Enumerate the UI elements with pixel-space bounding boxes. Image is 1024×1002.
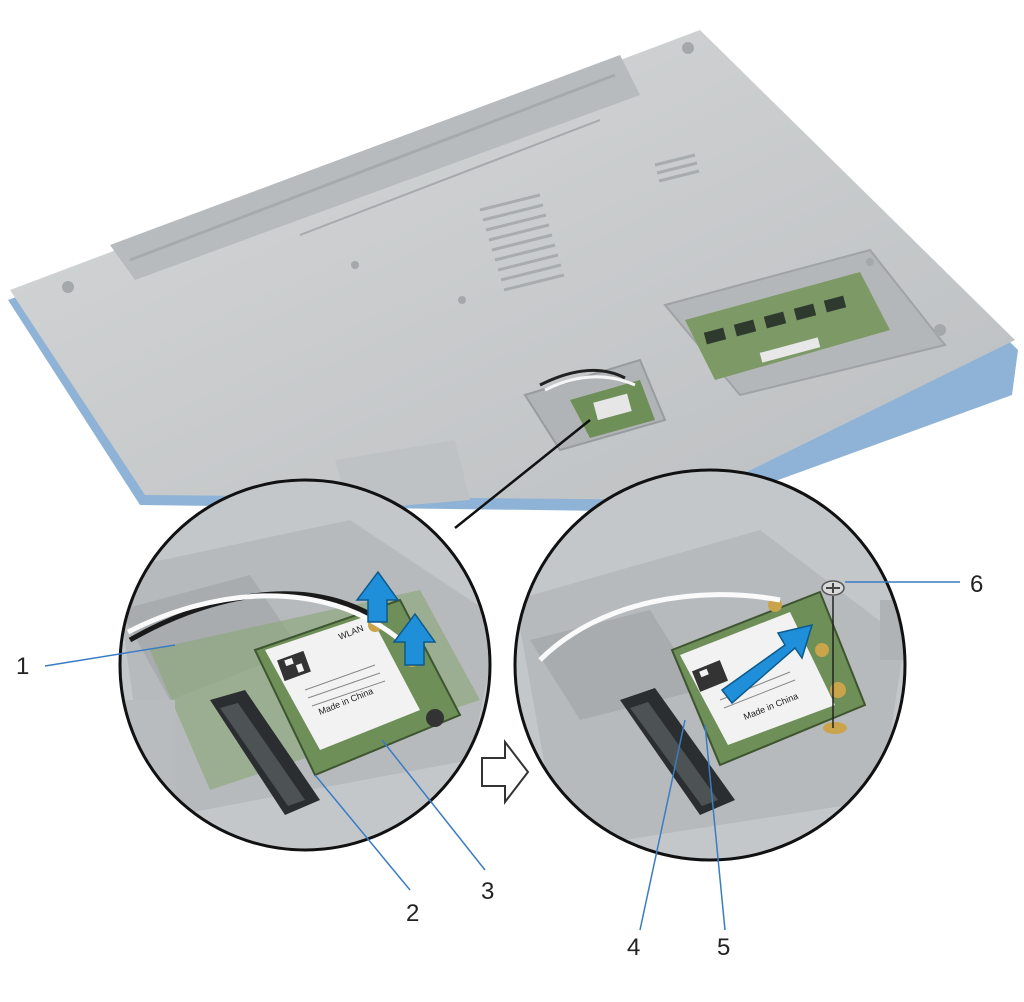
zoom-leader-line xyxy=(454,419,591,529)
callout-4: 4 xyxy=(627,934,640,961)
diagonal-arrow-icon xyxy=(720,623,814,705)
zoom-circle-left: WLAN Made in China xyxy=(118,478,492,852)
callout-6: 6 xyxy=(970,571,983,598)
screw-icon xyxy=(821,580,845,728)
up-arrow-icon xyxy=(355,570,437,666)
callout-3: 3 xyxy=(481,878,494,905)
zoom-circle-right: Made in China xyxy=(513,468,907,862)
laptop-base xyxy=(8,30,1018,512)
callout-5: 5 xyxy=(717,934,730,961)
callout-2: 2 xyxy=(406,900,419,927)
callout-lines xyxy=(44,581,960,931)
callout-1: 1 xyxy=(16,653,29,680)
right-arrow-outline-icon xyxy=(481,739,530,805)
